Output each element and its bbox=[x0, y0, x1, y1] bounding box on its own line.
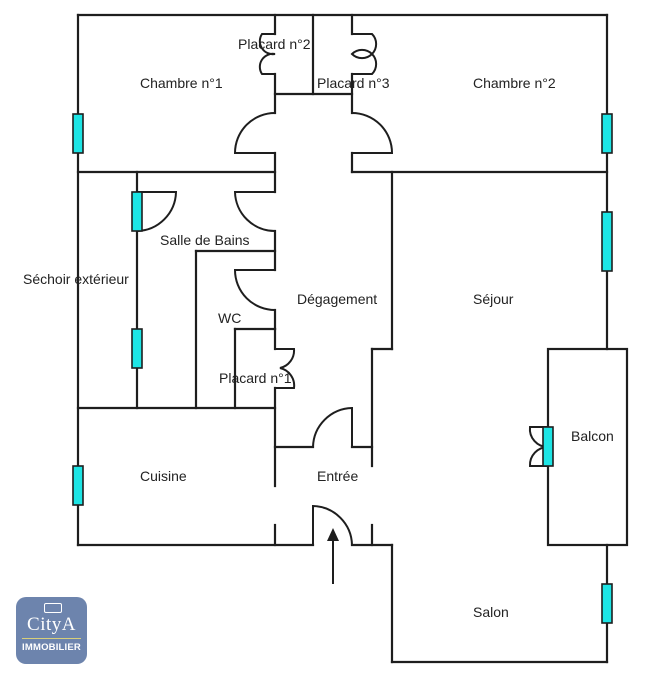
salle-de-bains-door-icon bbox=[233, 191, 276, 232]
label-chambre-2: Chambre n°2 bbox=[473, 75, 556, 91]
doors bbox=[136, 33, 549, 584]
label-sejour: Séjour bbox=[473, 291, 514, 307]
sechoir-door-icon bbox=[136, 191, 178, 232]
degagement-door-icon bbox=[312, 406, 353, 448]
label-chambre-1: Chambre n°1 bbox=[140, 75, 223, 91]
window-chambre-2 bbox=[601, 113, 613, 154]
entry-arrow-icon bbox=[327, 528, 339, 541]
front-door-icon bbox=[312, 504, 353, 546]
window-cuisine bbox=[72, 465, 84, 506]
placard-1-door-icon bbox=[275, 348, 296, 389]
walls bbox=[76, 13, 629, 664]
logo-emblem-icon bbox=[44, 603, 62, 613]
label-salle-de-bains: Salle de Bains bbox=[160, 232, 250, 248]
label-placard-3: Placard n°3 bbox=[317, 75, 390, 91]
window-salle-de-bains bbox=[131, 191, 143, 232]
label-cuisine: Cuisine bbox=[140, 468, 187, 484]
window-salon bbox=[601, 583, 613, 624]
logo-name: CityA bbox=[27, 614, 76, 635]
window-chambre-1 bbox=[72, 113, 84, 154]
label-entree: Entrée bbox=[317, 468, 358, 484]
chambre-2-door-icon bbox=[351, 112, 394, 154]
label-wc: WC bbox=[218, 310, 241, 326]
windows bbox=[72, 113, 613, 624]
window-sechoir bbox=[131, 328, 143, 369]
wall-balcon bbox=[546, 347, 629, 547]
label-balcon: Balcon bbox=[571, 428, 614, 444]
wc-door-icon bbox=[233, 269, 276, 311]
window-sejour bbox=[601, 211, 613, 272]
placard-2-door-icon bbox=[258, 33, 276, 75]
citya-logo: CityA IMMOBILIER bbox=[16, 597, 87, 664]
placard-3-door-icon bbox=[350, 33, 378, 75]
chambre-1-door-icon bbox=[233, 112, 276, 154]
label-degagement: Dégagement bbox=[297, 291, 377, 307]
window-balcon bbox=[542, 426, 554, 467]
label-placard-1: Placard n°1 bbox=[219, 370, 292, 386]
label-salon: Salon bbox=[473, 604, 509, 620]
label-placard-2: Placard n°2 bbox=[238, 36, 311, 52]
label-sechoir: Séchoir extérieur bbox=[23, 271, 129, 287]
room-labels: Chambre n°1 Placard n°2 Placard n°3 Cham… bbox=[23, 36, 614, 620]
logo-divider bbox=[22, 638, 81, 639]
logo-subtitle: IMMOBILIER bbox=[22, 642, 81, 653]
